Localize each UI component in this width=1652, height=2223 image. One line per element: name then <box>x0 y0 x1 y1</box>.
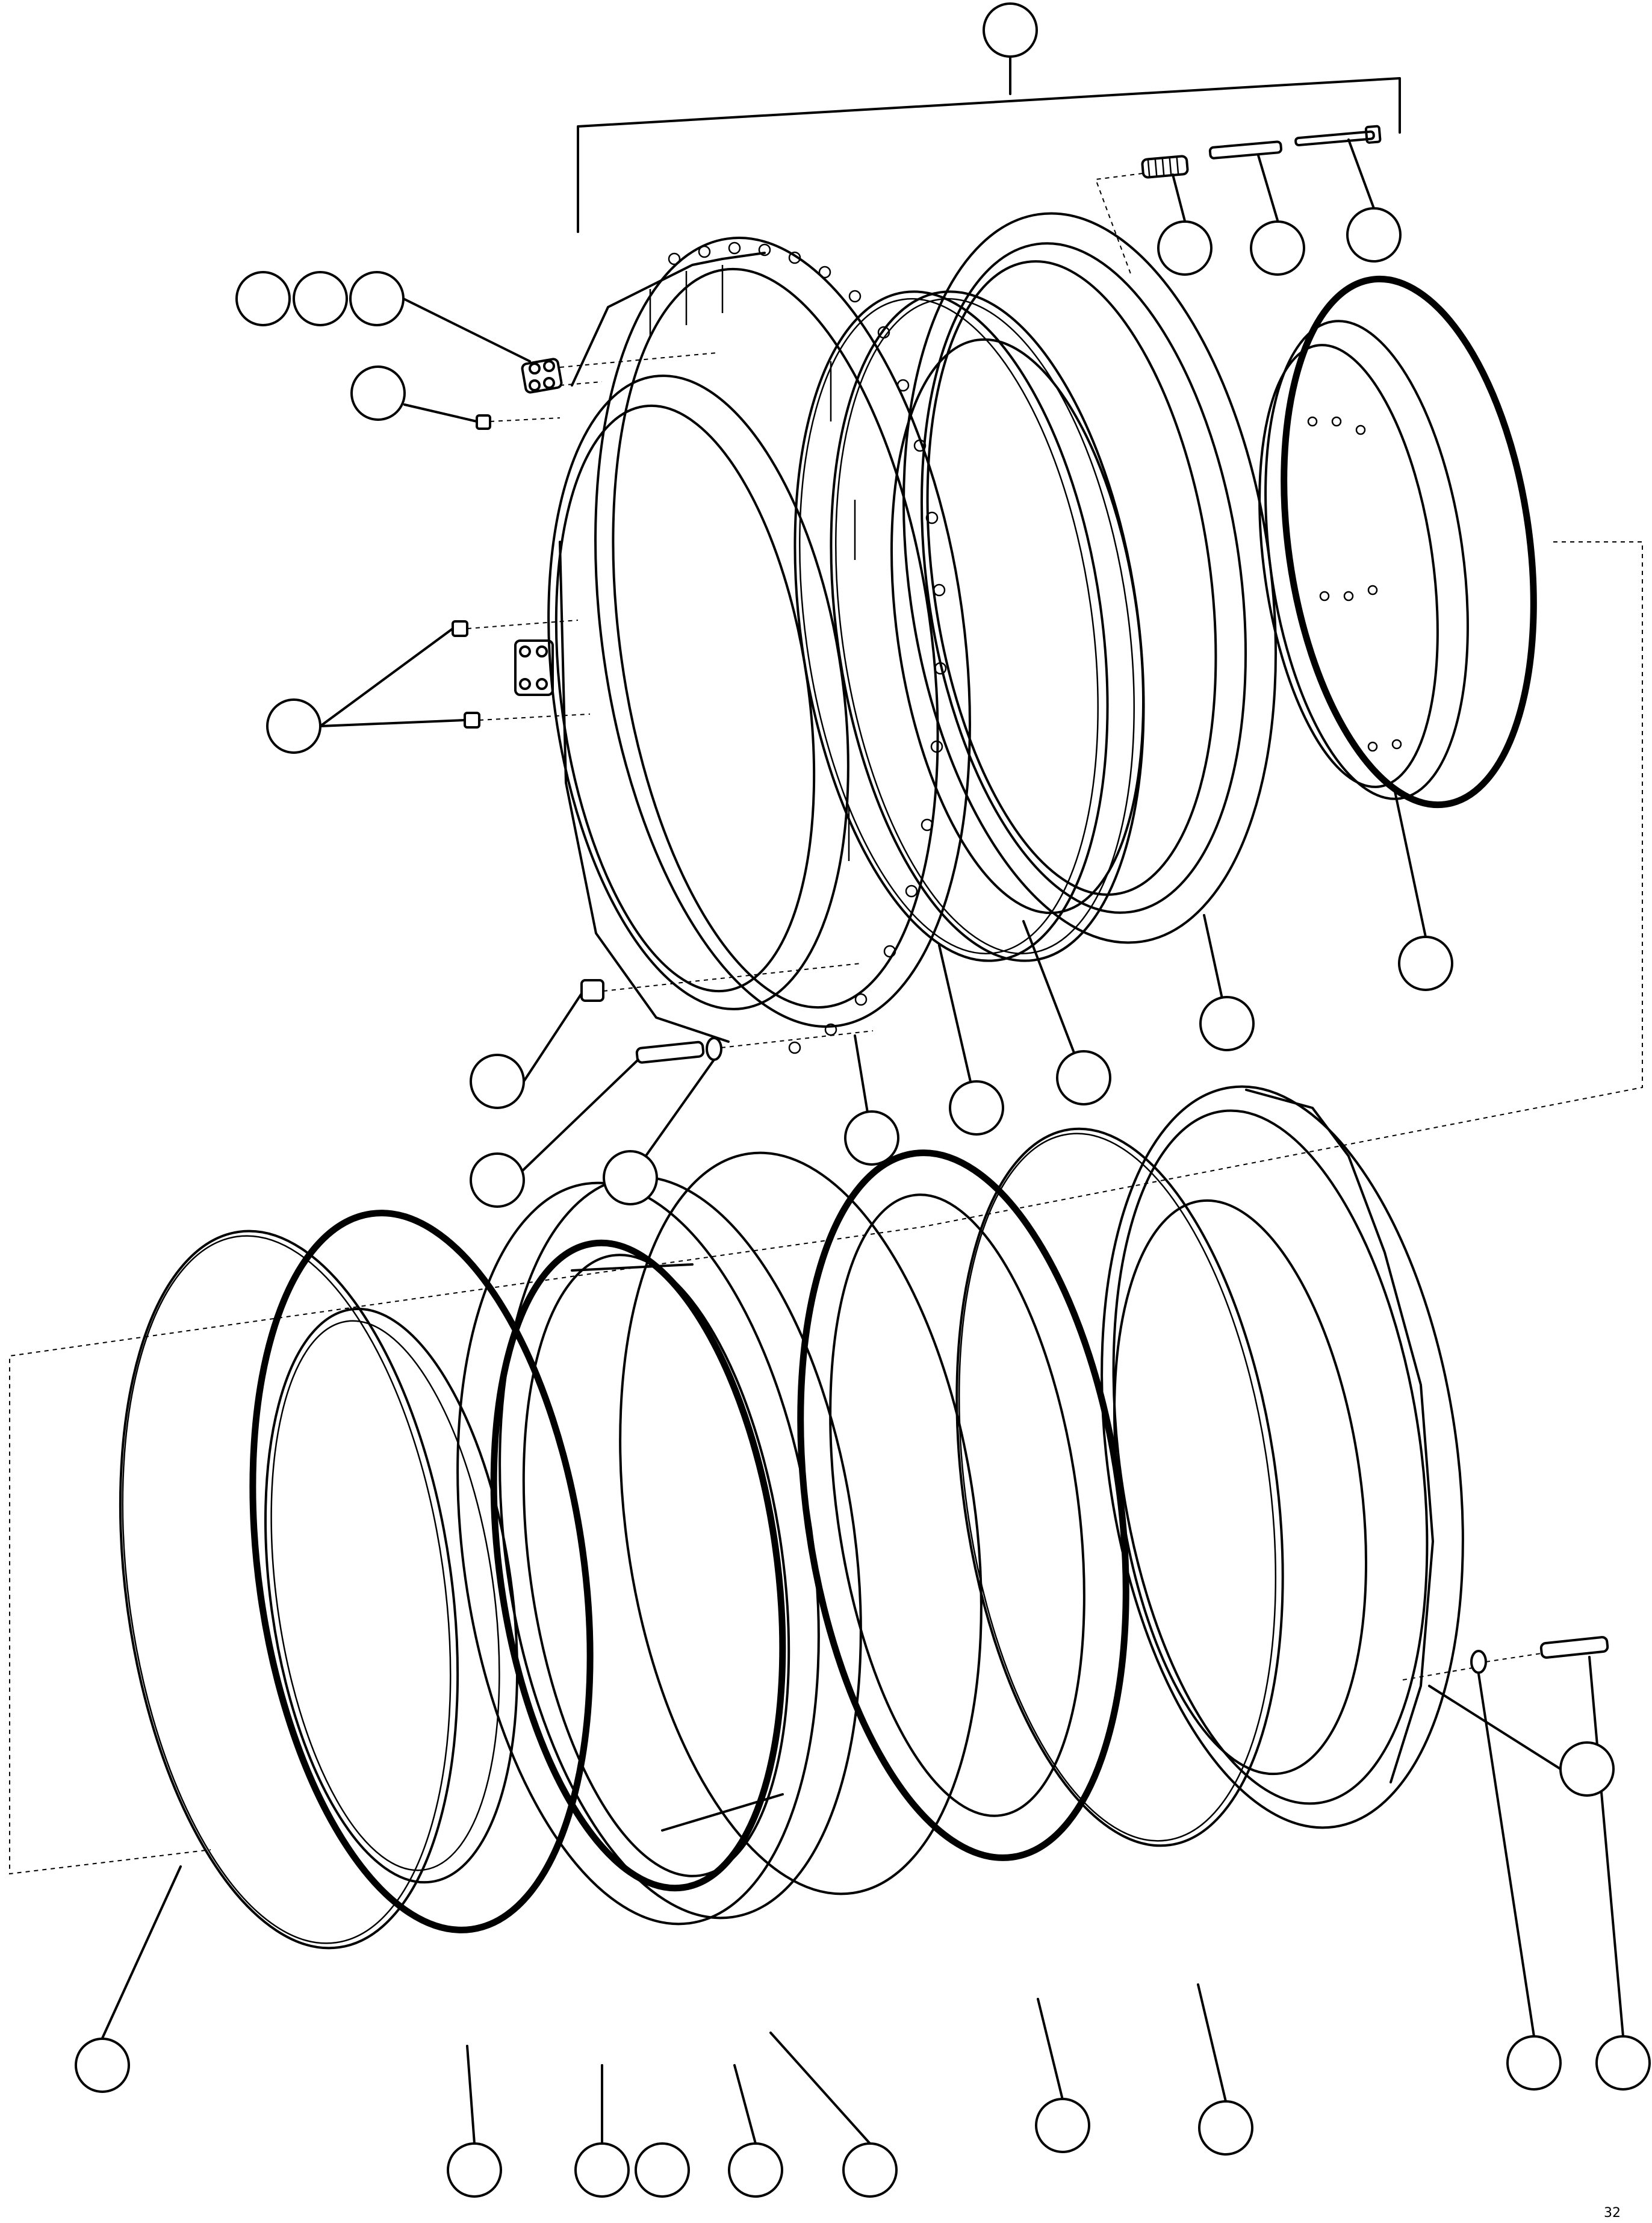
callout-balloon <box>635 2142 690 2198</box>
callout-balloon <box>1346 207 1402 263</box>
sleeve-part <box>1208 140 1282 160</box>
upper-nut <box>476 414 491 430</box>
callout-balloon <box>844 1110 899 1166</box>
middle-nut-lower <box>464 712 480 729</box>
middle-nut-upper <box>452 620 468 637</box>
bottom-washer <box>1470 1650 1487 1674</box>
callout-balloon <box>75 2038 130 2093</box>
callout-balloon <box>1035 2098 1090 2153</box>
callout-balloon <box>1157 220 1213 276</box>
callout-balloon <box>293 271 348 326</box>
ring-gear <box>1258 275 1537 809</box>
callout-balloon <box>470 1152 525 1208</box>
callout-balloon <box>235 271 291 326</box>
callout-balloon <box>603 1150 658 1205</box>
bottom-stud <box>1539 1636 1609 1659</box>
lower-washer <box>706 1037 722 1061</box>
piston-carrier <box>890 242 1247 915</box>
callout-balloon <box>1398 936 1453 991</box>
callout-balloon <box>266 698 321 754</box>
lower-nut <box>580 979 604 1002</box>
seal-ring-large <box>119 1230 459 1950</box>
o-ring-inner <box>830 290 1145 962</box>
bolt-part <box>1294 125 1382 147</box>
brake-drum <box>456 1151 983 1926</box>
bottom-assembly <box>119 1085 1609 1950</box>
lower-stud <box>635 1040 705 1064</box>
callout-balloons <box>75 2 1651 2198</box>
callout-balloon <box>1198 2100 1253 2156</box>
leader-dashed-top <box>1095 173 1143 278</box>
callout-balloon <box>470 1054 525 1109</box>
callout-balloon <box>350 365 406 421</box>
callout-balloon <box>349 271 405 326</box>
callout-balloon <box>1595 2035 1651 2091</box>
assembly-bracket <box>577 56 1401 233</box>
spring-part <box>1141 155 1189 179</box>
callout-balloon <box>1250 220 1305 276</box>
o-ring-outer <box>793 290 1109 962</box>
callout-balloon <box>1199 996 1255 1051</box>
flange-housing <box>547 237 971 1054</box>
friction-disc <box>249 1210 594 1933</box>
callout-balloon <box>983 2 1038 58</box>
callout-balloon <box>574 2142 630 2198</box>
callout-balloon <box>842 2142 898 2198</box>
callout-balloon <box>1056 1050 1111 1105</box>
callout-balloon <box>1559 1741 1615 1797</box>
corner-mark: 32 <box>1604 2206 1621 2221</box>
end-cover <box>1101 1085 1464 1829</box>
middle-clamp-plate <box>514 639 554 696</box>
assembly-envelope-dashed <box>9 541 1643 1875</box>
callout-balloon <box>949 1080 1004 1136</box>
callout-leaders <box>101 138 1624 2145</box>
callout-balloon <box>447 2142 502 2198</box>
top-assembly <box>452 56 1537 1064</box>
callout-balloon <box>1506 2035 1562 2091</box>
seal-ring-thin <box>955 1127 1284 1847</box>
upper-clamp-plate <box>521 358 563 394</box>
callout-balloon <box>728 2142 783 2198</box>
